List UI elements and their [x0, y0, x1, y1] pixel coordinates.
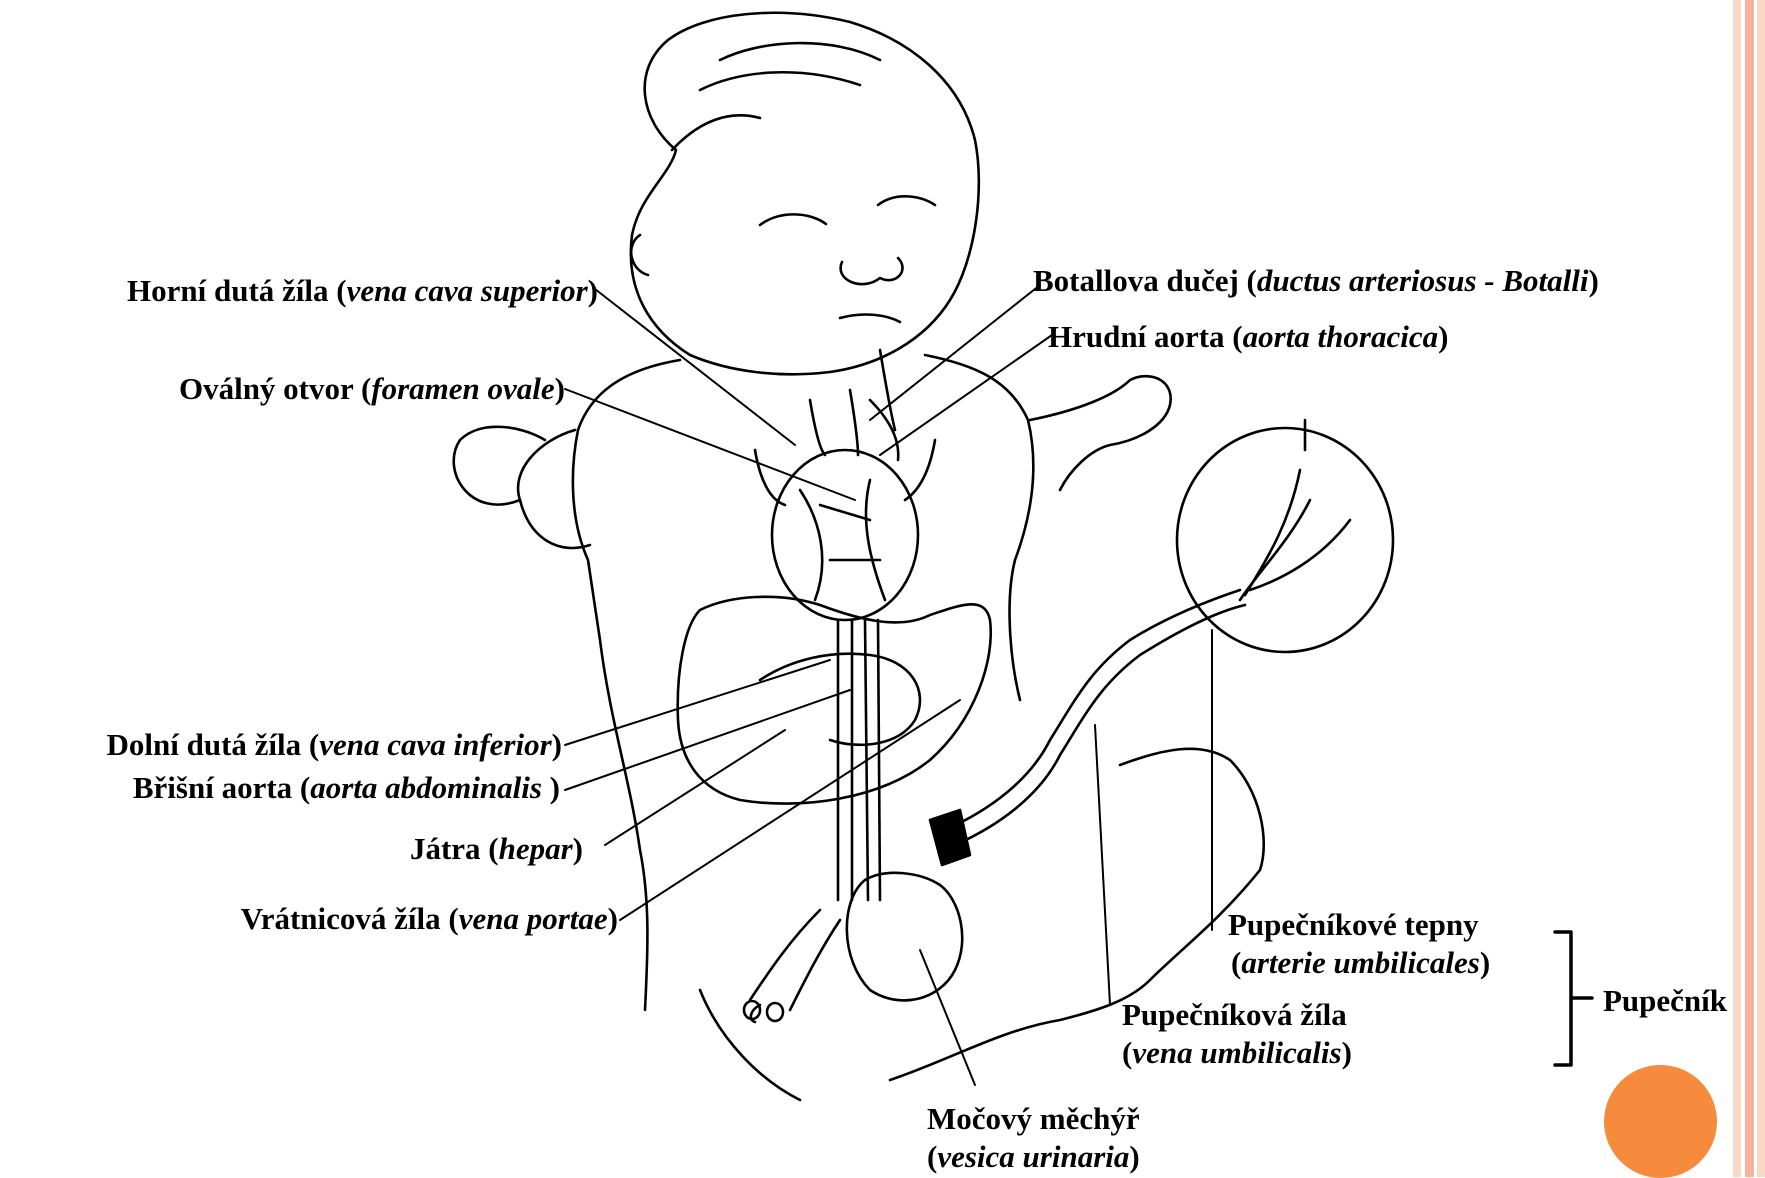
baby-right-arm	[518, 376, 1171, 548]
baby-nose	[841, 258, 903, 284]
vena-cava-inferior	[838, 620, 852, 900]
baby-left-arm	[454, 427, 545, 505]
baby-mouth	[840, 315, 900, 322]
label-arterie-umbilicales: Pupečníkové tepny (arterie umbilicales)	[1228, 906, 1490, 982]
label-vena-cava-inferior: Dolní dutá žíla (vena cava inferior)	[0, 726, 562, 764]
label-vena-umbilicalis: Pupečníková žíla (vena umbilicalis)	[1122, 996, 1352, 1072]
vessel-end-right	[767, 1003, 783, 1021]
label-vena-cava-superior: Horní dutá žíla (vena cava superior)	[20, 272, 598, 310]
liver	[678, 597, 991, 804]
label-ductus-arteriosus: Botallova dučej (ductus arteriosus - Bot…	[1033, 262, 1599, 300]
baby-eyes	[760, 196, 935, 225]
label-pupecnik: Pupečník	[1603, 982, 1727, 1020]
placenta-vessels	[1240, 470, 1350, 600]
pupecnik-bracket	[1555, 932, 1592, 1065]
umbilical-band	[930, 810, 970, 865]
label-vena-portae: Vrátnicová žíla (vena portae)	[100, 900, 618, 938]
baby-head	[631, 13, 979, 374]
urinary-bladder	[847, 873, 962, 1001]
label-hepar: Játra (hepar)	[300, 830, 583, 868]
label-foramen-ovale: Oválný otvor (foramen ovale)	[60, 370, 565, 408]
hair-line	[672, 43, 880, 150]
label-vesica-urinaria: Močový měchýř (vesica urinaria)	[927, 1100, 1140, 1176]
label-aorta-abdominalis: Břišní aorta (aorta abdominalis )	[0, 769, 560, 807]
heart-chambers	[800, 480, 885, 600]
baby-torso	[573, 355, 1033, 1010]
iliac-vessels	[750, 910, 840, 1022]
heart	[772, 450, 918, 620]
leader-lines	[565, 285, 1212, 1085]
label-aorta-thoracica: Hrudní aorta (aorta thoracica)	[1048, 318, 1448, 356]
baby-ear	[631, 235, 648, 275]
